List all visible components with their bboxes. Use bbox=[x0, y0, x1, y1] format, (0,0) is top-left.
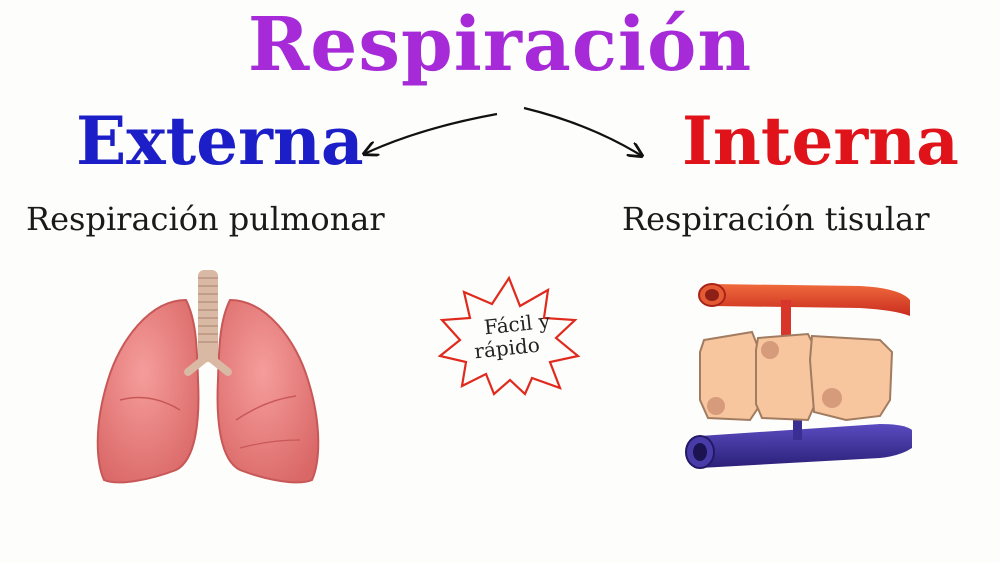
starburst-icon bbox=[437, 275, 581, 396]
tissue-capillary-icon bbox=[685, 283, 912, 469]
arrow-left-icon bbox=[364, 112, 498, 154]
lungs-icon bbox=[96, 270, 320, 484]
external-label: Externa bbox=[76, 102, 364, 180]
internal-subtitle: Respiración tisular bbox=[622, 200, 930, 238]
internal-label: Interna bbox=[682, 102, 959, 180]
external-subtitle: Respiración pulmonar bbox=[26, 200, 385, 238]
easy-fast-badge: Fácil y rápido bbox=[436, 276, 582, 388]
main-title: Respiración bbox=[247, 2, 753, 88]
arrow-right-icon bbox=[523, 106, 642, 156]
